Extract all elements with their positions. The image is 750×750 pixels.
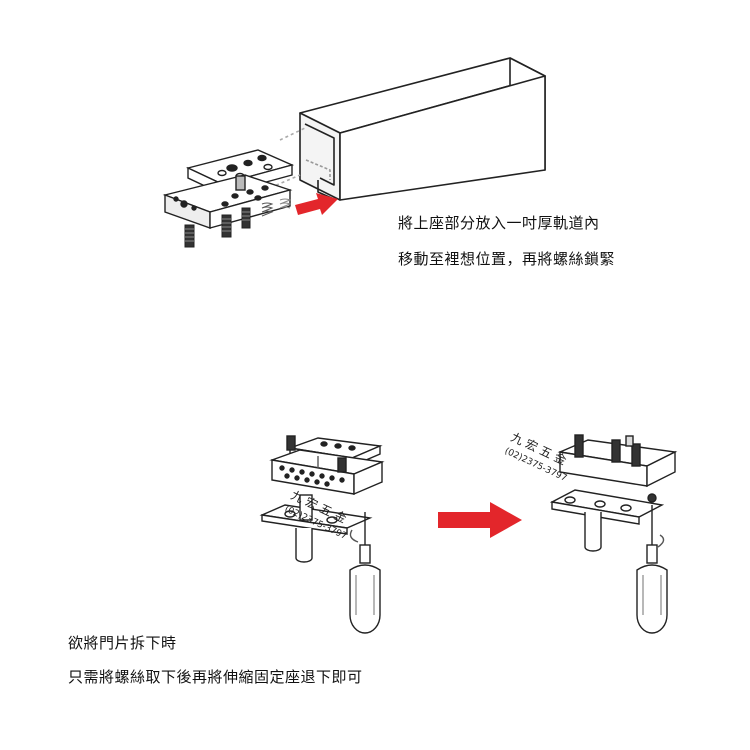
step2-line2: 只需將螺絲取下後再將伸縮固定座退下即可 xyxy=(68,668,363,686)
step1-line1: 將上座部分放入一吋厚軌道內 xyxy=(398,214,600,232)
screwdriver-left xyxy=(349,512,381,634)
watermark-right: 九 宏 五 金 (02)2375-3797 xyxy=(503,429,569,484)
next-step-arrow xyxy=(438,502,522,538)
watermark-left: 九 宏 五 金 (02)2375-3797 xyxy=(283,487,349,542)
screws xyxy=(184,198,292,248)
track-profile xyxy=(264,57,546,201)
assembly-after xyxy=(549,434,678,552)
assembly-before xyxy=(259,435,385,563)
insert-arrow xyxy=(295,193,338,215)
step2-line1: 欲將門片拆下時 xyxy=(68,634,177,652)
step1-line2: 移動至裡想位置，再將螺絲鎖緊 xyxy=(398,250,616,268)
screwdriver-right xyxy=(636,505,668,634)
